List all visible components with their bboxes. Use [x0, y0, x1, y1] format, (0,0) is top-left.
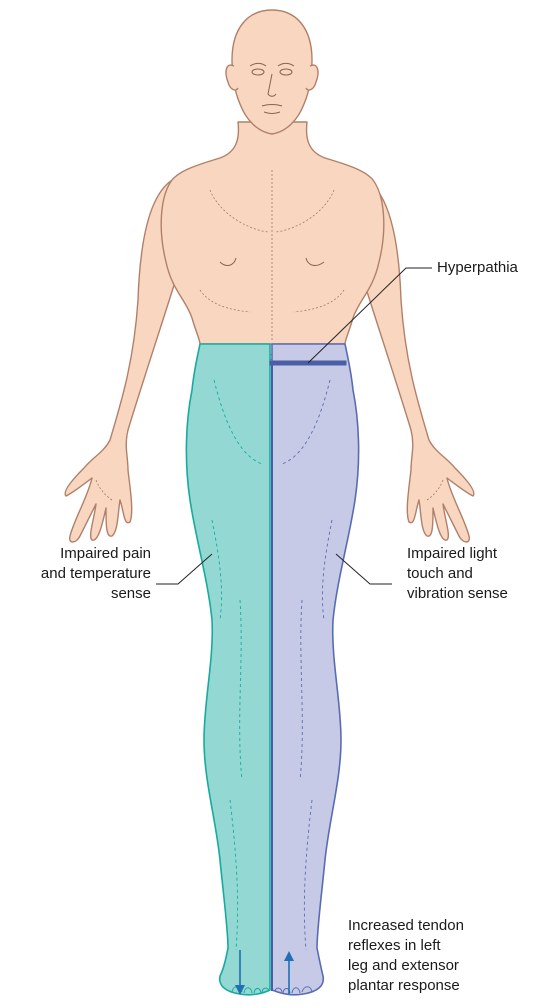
pain-label-line-3: sense — [41, 584, 151, 604]
reflex-label-line-2: reflexes in left — [348, 936, 464, 956]
pain-label-line-2: and temperature — [41, 564, 151, 584]
hyperpathia-label: Hyperpathia — [437, 258, 518, 278]
pain-temperature-label: Impaired pain and temperature sense — [41, 544, 151, 604]
torso — [161, 122, 384, 344]
pain-label-line-1: Impaired pain — [41, 544, 151, 564]
touch-label-line-1: Impaired light — [407, 544, 508, 564]
touch-vibration-zone — [272, 344, 359, 995]
touch-label-line-2: touch and — [407, 564, 508, 584]
reflex-label-line-3: leg and extensor — [348, 956, 464, 976]
pain-temperature-zone — [186, 344, 270, 995]
head — [232, 10, 312, 134]
touch-label-line-3: vibration sense — [407, 584, 508, 604]
reflex-label-line-4: plantar response — [348, 976, 464, 996]
touch-vibration-label: Impaired light touch and vibration sense — [407, 544, 508, 604]
reflex-label: Increased tendon reflexes in left leg an… — [348, 916, 464, 996]
reflex-label-line-1: Increased tendon — [348, 916, 464, 936]
